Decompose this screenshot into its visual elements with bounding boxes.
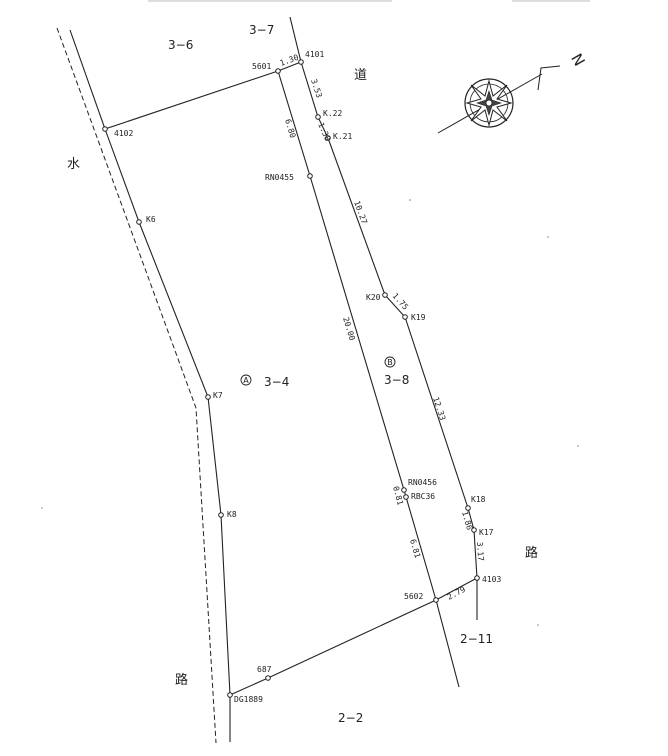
bottom-boundary-line (229, 577, 478, 696)
right-boundary-line (300, 61, 478, 579)
point-5602-marker (433, 597, 439, 603)
water-label: 水 (67, 157, 80, 172)
road-label-right: 路 (525, 545, 538, 561)
point-k19-label: K19 (411, 313, 426, 322)
distance-rn0455-rn0456: 20.00 (341, 316, 357, 342)
point-rn0456-label: RN0456 (408, 478, 437, 487)
marker-b-letter: B (387, 358, 393, 367)
distance-5601-rn0455: 6.80 (283, 118, 297, 139)
point-4103-marker (474, 575, 480, 581)
point-k18-marker (465, 505, 471, 511)
point-k17-marker (471, 527, 477, 533)
point-4101-marker (298, 59, 304, 65)
distance-k22-k21: 1.38 (316, 121, 332, 142)
left-boundary-line (69, 29, 231, 742)
point-k6-label: K6 (146, 215, 156, 224)
scan-speck (409, 199, 411, 201)
top-road-edge-line (289, 16, 302, 63)
point-k20-marker (382, 292, 388, 298)
point-rn0456-marker (401, 487, 407, 493)
road-label-bottom: 路 (175, 672, 188, 688)
road-label-top: 道 (354, 68, 367, 83)
scan-speck (547, 236, 549, 238)
distance-k18-k17: 1.86 (460, 510, 474, 531)
point-k18-label: K18 (471, 495, 486, 504)
parcel-3-4-label: 3−4 (264, 375, 289, 389)
waterway-dashed-line (56, 27, 217, 744)
compass-outer-ring (464, 78, 514, 128)
point-k7-label: K7 (213, 391, 223, 400)
point-dg1889-marker (227, 692, 233, 698)
point-687-label: 687 (257, 665, 272, 674)
distance-5602-4103: 2.79 (446, 585, 467, 602)
compass-north-letter: N (567, 51, 588, 70)
distance-rbc36-5602: 6.81 (408, 538, 422, 559)
point-4102-marker (102, 126, 108, 132)
marker-a-letter: A (243, 376, 249, 385)
point-k7-marker (205, 394, 211, 400)
point-rn0455-label: RN0455 (265, 173, 294, 182)
middle-boundary-line (277, 70, 460, 688)
point-4101-label: 4101 (305, 50, 324, 59)
point-k22-label: K.22 (323, 109, 342, 118)
point-k17-label: K17 (479, 528, 494, 537)
point-k6-marker (136, 219, 142, 225)
point-k22-marker (315, 114, 321, 120)
point-687-marker (265, 675, 271, 681)
parcel-3-6-label: 3−6 (168, 38, 193, 52)
point-rn0455-marker (307, 173, 313, 179)
point-rbc36-label: RBC36 (411, 492, 435, 501)
distance-k17-4103: 3.17 (475, 542, 485, 562)
point-k21-marker (325, 135, 331, 141)
point-k8-marker (218, 512, 224, 518)
compass-center (485, 99, 493, 107)
point-4102-label: 4102 (114, 129, 133, 138)
point-rbc36-marker (403, 494, 409, 500)
parcel-3-7-label: 3−7 (249, 23, 274, 37)
distance-k19-k18: 12.33 (431, 396, 447, 422)
point-k21-label: K.21 (333, 132, 352, 141)
scan-speck (41, 507, 43, 509)
point-4103-label: 4103 (482, 575, 501, 584)
point-5602-label: 5602 (404, 592, 423, 601)
parcel-3-8-label: 3−8 (384, 373, 409, 387)
distance-5601-4101: 1.30 (279, 53, 300, 68)
point-k8-label: K8 (227, 510, 237, 519)
scan-speck (577, 445, 579, 447)
marker-b-circle (384, 356, 396, 368)
parcel-2-11-label: 2−11 (460, 632, 493, 646)
compass-north-arrow (537, 65, 561, 91)
scan-speck (537, 624, 539, 626)
point-dg1889-label: DG1889 (234, 695, 263, 704)
compass-rose: N (437, 51, 589, 134)
parcel-2-2-label: 2−2 (338, 711, 363, 725)
marker-a-circle (240, 374, 252, 386)
point-k20-label: K20 (366, 293, 381, 302)
point-k19-marker (402, 314, 408, 320)
point-5601-marker (275, 68, 281, 74)
top-boundary-line (104, 61, 302, 130)
point-5601-label: 5601 (252, 62, 271, 71)
distance-k20-k19: 1.75 (391, 291, 411, 311)
